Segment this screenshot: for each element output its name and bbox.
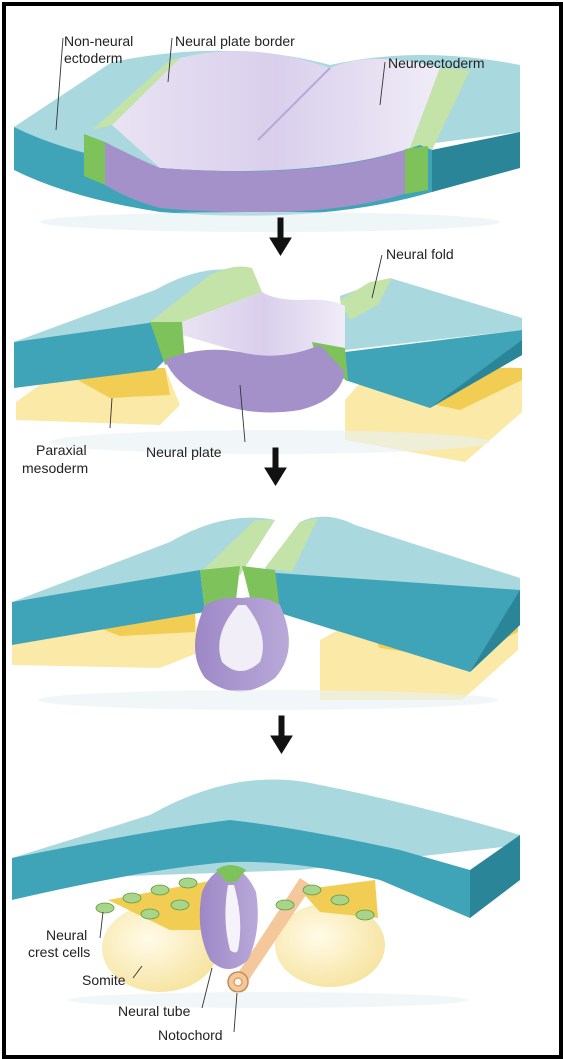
label-neural-crest-cells-line2: crest cells [28, 944, 90, 960]
stage-2-neural-fold [14, 267, 522, 462]
label-non-neural-ectoderm-line2: ectoderm [64, 50, 122, 66]
label-paraxial-mesoderm-line2: mesoderm [22, 460, 88, 476]
label-somite: Somite [82, 972, 126, 988]
stage1-border-side-right [405, 146, 428, 194]
label-neuroectoderm: Neuroectoderm [388, 55, 485, 71]
stage-1-neural-plate-formation [14, 51, 520, 232]
stage-3-neural-tube-closing [12, 517, 520, 710]
label-paraxial-mesoderm-line1: Paraxial [36, 442, 87, 458]
label-paraxial-mesoderm: Paraxial mesoderm [22, 442, 90, 476]
stage2-neural-plate-side [165, 345, 345, 412]
label-neural-fold: Neural fold [386, 246, 454, 262]
arrow-down-3-icon [271, 716, 292, 753]
label-notochord: Notochord [158, 1027, 223, 1043]
label-non-neural-ectoderm-line1: Non-neural [64, 33, 133, 49]
label-neural-crest-cells: Neural crest cells [28, 927, 91, 960]
label-neural-plate-border: Neural plate border [175, 33, 295, 49]
label-neural-plate: Neural plate [146, 444, 222, 460]
label-neural-crest-cells-line1: Neural [46, 927, 87, 943]
label-neural-tube: Neural tube [118, 1003, 191, 1019]
